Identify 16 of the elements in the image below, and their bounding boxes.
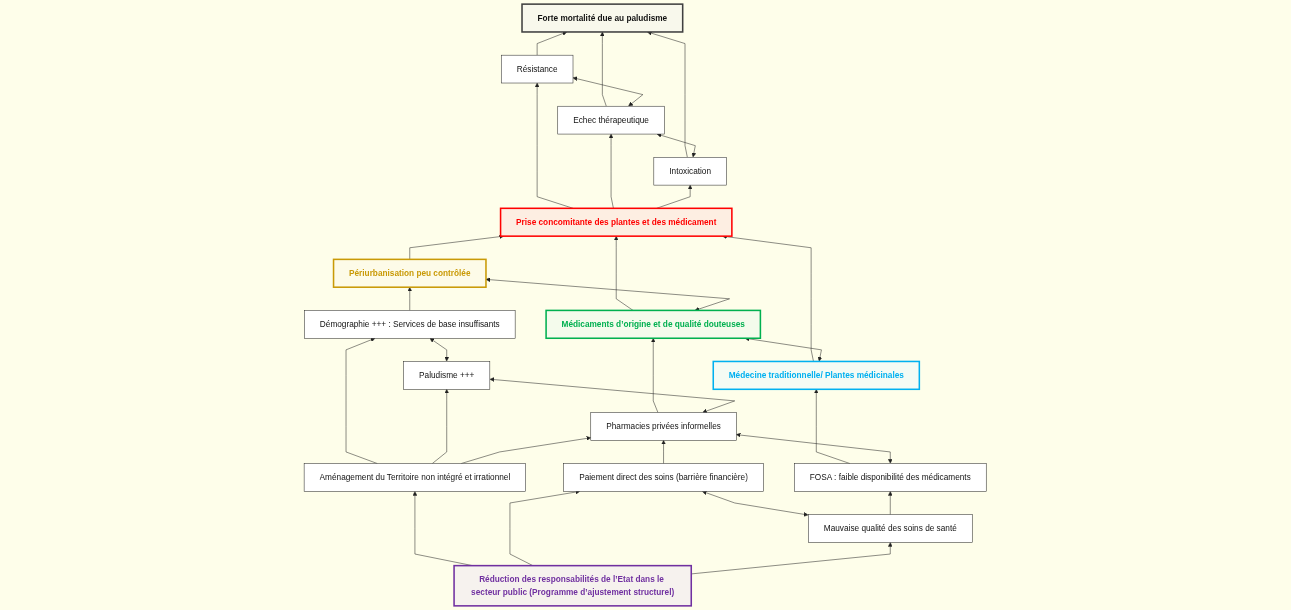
node-box: Mauvaise qualité des soins de santé <box>808 514 973 543</box>
node-box: Intoxication <box>653 157 728 186</box>
node-box: Forte mortalité due au paludisme <box>521 3 684 33</box>
node-box: Démographie +++ : Services de base insuffisants <box>304 310 516 339</box>
node-box: Résistance <box>501 54 574 84</box>
node-box: Prise concomitante des plantes et des médicament <box>500 207 733 237</box>
node-box: Périurbanisation peu contrôlée <box>333 258 488 288</box>
node-box: Réduction des responsabilités de l’Etat dans le secteur public (Programme d’ajustement structurel) <box>453 564 693 607</box>
node-box: Médecine traditionnelle/ Plantes médicinales <box>712 360 921 391</box>
node-box: Paludisme +++ <box>403 361 491 390</box>
node-box: Médicaments d’origine et de qualité douteuses <box>545 309 762 340</box>
node-box: FOSA : faible disponibilité des médicaments <box>794 463 987 492</box>
node-box: Aménagement du Territoire non intégré et irrationnel <box>304 463 527 492</box>
node-box: Pharmacies privées informelles <box>590 412 737 441</box>
node-box: Echec thérapeutique <box>557 105 665 135</box>
node-box: Paiement direct des soins (barrière financière) <box>563 463 764 492</box>
